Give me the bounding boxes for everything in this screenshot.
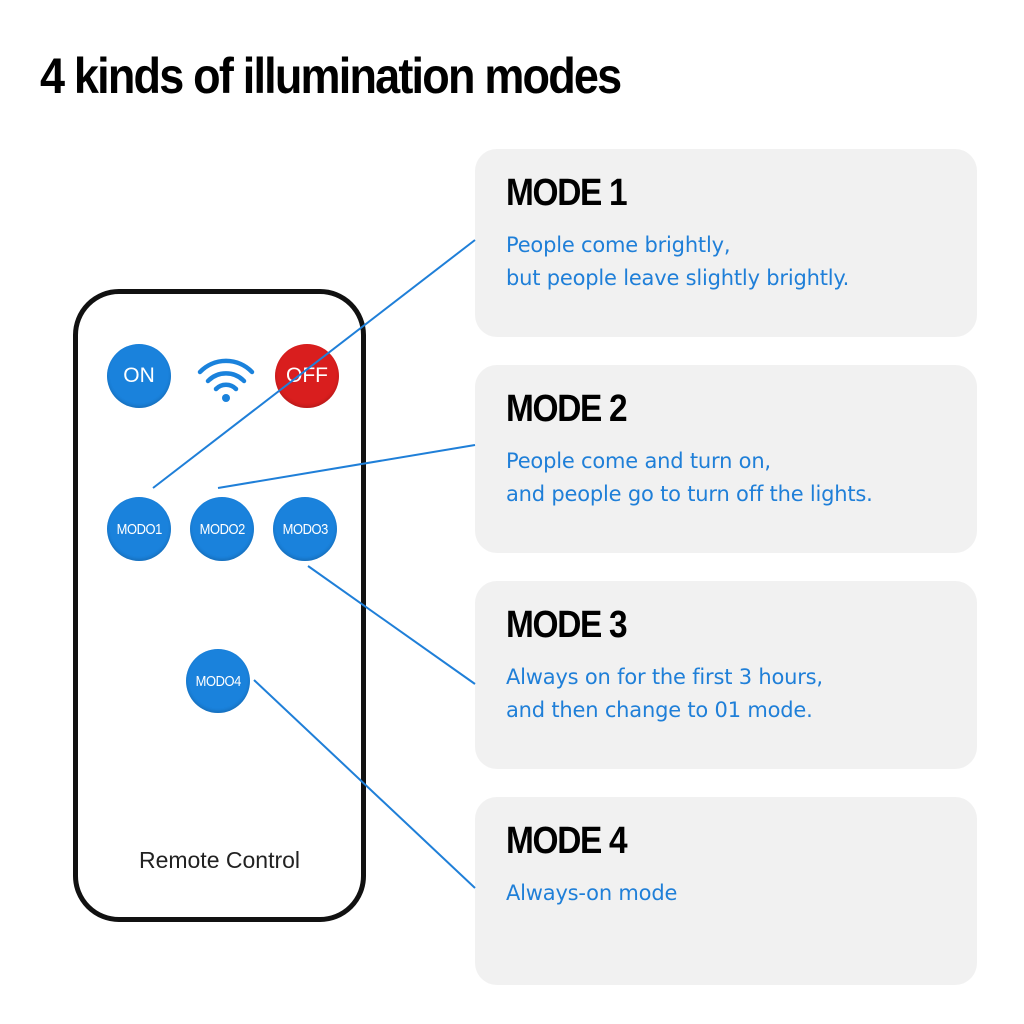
- modo2-button-label: MODO2: [199, 520, 245, 538]
- modo4-button-label: MODO4: [195, 672, 241, 690]
- mode-2-line-1: People come and turn on,: [506, 449, 771, 473]
- mode-2-title: MODE 2: [506, 388, 628, 430]
- modo1-button-label: MODO1: [116, 520, 162, 538]
- mode-3-line-1: Always on for the first 3 hours,: [506, 665, 823, 689]
- modo2-button[interactable]: MODO2: [190, 497, 254, 561]
- remote-control: ON OFF MODO1 MODO2 MODO3 MODO4 Remote Co…: [73, 289, 366, 922]
- mode-card-1: MODE 1 People come brightly, but people …: [475, 149, 977, 337]
- mode-3-title: MODE 3: [506, 604, 628, 646]
- mode-3-description: Always on for the first 3 hours, and the…: [506, 661, 823, 727]
- on-button-label: ON: [123, 364, 155, 387]
- mode-1-line-2: but people leave slightly brightly.: [506, 266, 850, 290]
- mode-1-description: People come brightly, but people leave s…: [506, 229, 849, 295]
- mode-2-line-2: and people go to turn off the lights.: [506, 482, 873, 506]
- mode-4-title: MODE 4: [506, 820, 628, 862]
- off-button[interactable]: OFF: [275, 344, 339, 408]
- mode-card-3: MODE 3 Always on for the first 3 hours, …: [475, 581, 977, 769]
- mode-card-4: MODE 4 Always-on mode: [475, 797, 977, 985]
- modo3-button[interactable]: MODO3: [273, 497, 337, 561]
- modo1-button[interactable]: MODO1: [107, 497, 171, 561]
- mode-4-description: Always-on mode: [506, 877, 677, 910]
- modo4-button[interactable]: MODO4: [186, 649, 250, 713]
- mode-card-2: MODE 2 People come and turn on, and peop…: [475, 365, 977, 553]
- mode-1-line-1: People come brightly,: [506, 233, 731, 257]
- mode-2-description: People come and turn on, and people go t…: [506, 445, 873, 511]
- off-button-label: OFF: [286, 364, 328, 387]
- mode-3-line-2: and then change to 01 mode.: [506, 698, 813, 722]
- mode-4-line-1: Always-on mode: [506, 881, 678, 905]
- remote-control-label: Remote Control: [138, 847, 301, 873]
- mode-1-title: MODE 1: [506, 172, 628, 214]
- page-title: 4 kinds of illumination modes: [40, 48, 622, 104]
- on-button[interactable]: ON: [107, 344, 171, 408]
- wifi-icon: [197, 358, 255, 402]
- modo3-button-label: MODO3: [282, 520, 328, 538]
